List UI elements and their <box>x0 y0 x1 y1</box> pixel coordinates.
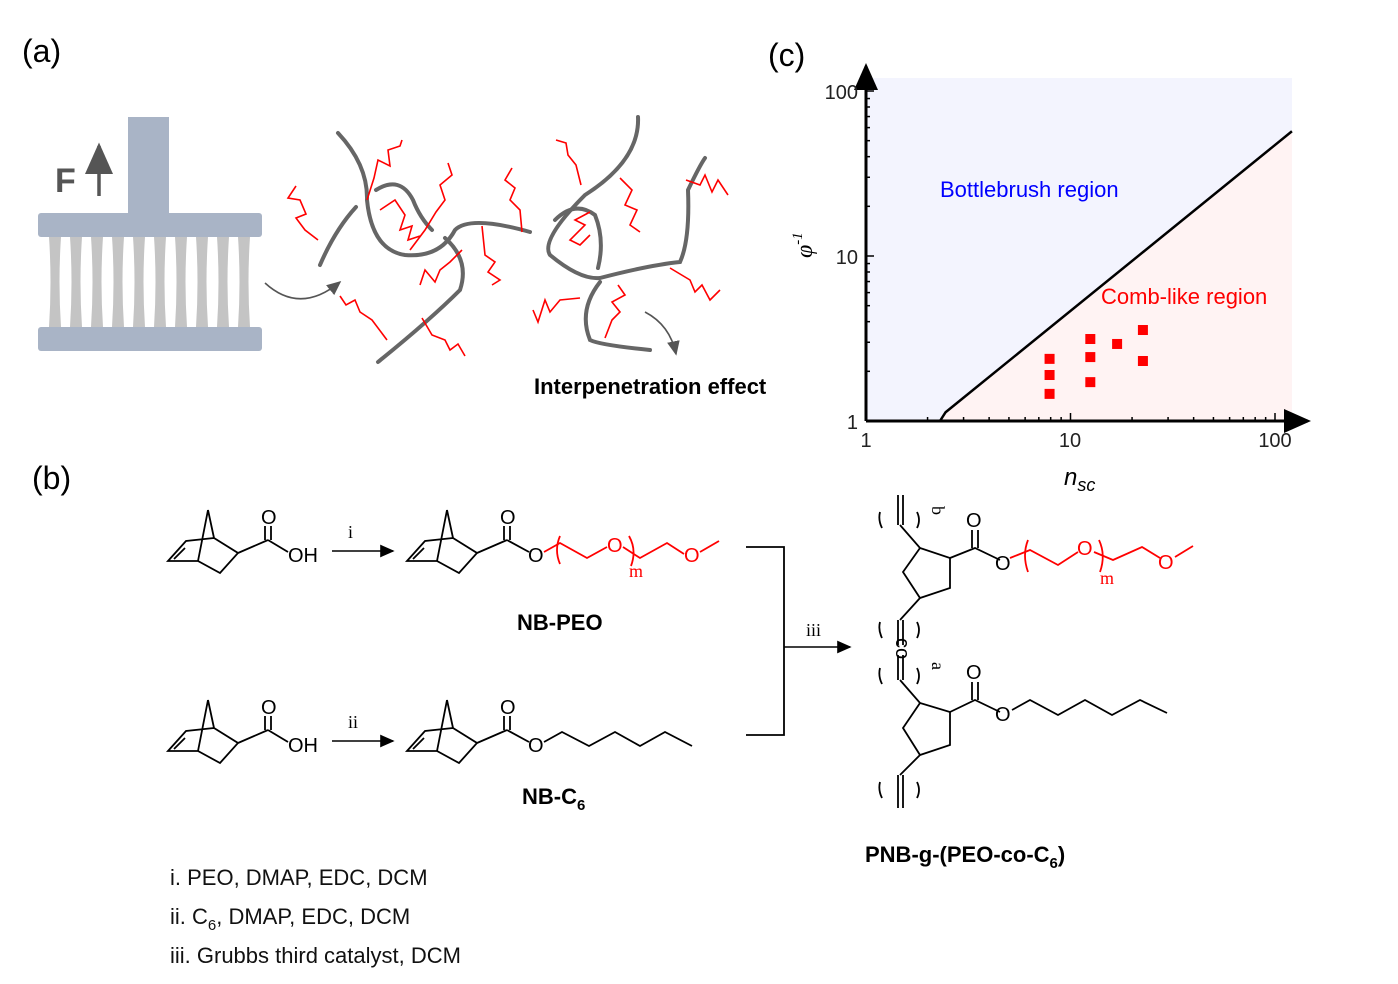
boundary-line <box>938 130 1293 422</box>
condition-i: i. PEO, DMAP, EDC, DCM <box>170 865 428 890</box>
sample-pillars <box>49 237 250 327</box>
data-point <box>1044 353 1055 364</box>
svg-text:m: m <box>629 561 643 581</box>
svg-text:O: O <box>500 507 516 529</box>
svg-text:O: O <box>995 553 1011 575</box>
y-axis-label: φ-1 <box>790 232 818 258</box>
data-point <box>1085 377 1096 388</box>
step-iii-label: iii <box>806 620 821 640</box>
x-axis-label: nsc <box>1064 464 1095 495</box>
curved-arrow-icon <box>264 280 342 300</box>
panel-label-c: (c) <box>768 37 805 73</box>
data-point <box>1137 325 1148 336</box>
polymer-structure: b O O O m O co a O O <box>878 495 1194 808</box>
svg-text:O: O <box>684 545 700 567</box>
x-tick-label: 1 <box>860 430 871 452</box>
panel-label-a: (a) <box>22 33 61 69</box>
svg-text:O: O <box>261 697 277 719</box>
x-tick-label: 100 <box>1258 430 1291 452</box>
data-point <box>1112 338 1123 349</box>
polymer-network-illustration <box>286 115 729 364</box>
bottlebrush-region-label: Bottlebrush region <box>940 177 1119 202</box>
svg-text:a: a <box>928 662 948 670</box>
nb-c6-structure: O O <box>406 697 693 764</box>
condition-ii: ii. C6, DMAP, EDC, DCM <box>170 904 410 934</box>
norbornene-acid-2: O OH <box>167 697 318 764</box>
norbornene-acid-1: O OH <box>167 507 318 574</box>
y-tick-label: 1 <box>847 412 858 434</box>
svg-text:O: O <box>1077 538 1093 560</box>
svg-text:m: m <box>1100 568 1114 588</box>
svg-text:O: O <box>966 510 982 532</box>
svg-text:O: O <box>261 507 277 529</box>
step-i-label: i <box>348 522 353 542</box>
svg-text:b: b <box>928 506 948 515</box>
data-point <box>1044 370 1055 381</box>
x-tick-label: 10 <box>1059 430 1081 452</box>
force-label: F <box>55 162 76 200</box>
y-tick-label: 10 <box>836 247 858 269</box>
condition-iii: iii. Grubbs third catalyst, DCM <box>170 943 461 968</box>
panel-label-b: (b) <box>32 460 71 496</box>
data-point <box>1137 356 1148 367</box>
nb-c6-label: NB-C6 <box>522 784 585 814</box>
curved-arrow-icon <box>644 311 680 356</box>
interpenetration-caption: Interpenetration effect <box>534 374 767 399</box>
nb-peo-structure: O O O m O <box>406 507 720 581</box>
svg-text:O: O <box>607 535 623 557</box>
svg-text:OH: OH <box>288 545 318 567</box>
merge-bracket <box>746 546 785 736</box>
svg-text:O: O <box>966 662 982 684</box>
tensile-fixture <box>38 117 262 351</box>
svg-text:O: O <box>995 704 1011 726</box>
comb-region-label: Comb-like region <box>1101 284 1267 309</box>
y-tick-label: 100 <box>825 82 858 104</box>
svg-text:OH: OH <box>288 735 318 757</box>
step-ii-label: ii <box>348 712 358 732</box>
nb-peo-label: NB-PEO <box>517 610 603 635</box>
data-point <box>1085 352 1096 363</box>
svg-text:O: O <box>500 697 516 719</box>
data-point <box>1085 334 1096 345</box>
svg-text:O: O <box>1158 552 1174 574</box>
svg-text:co: co <box>891 638 913 659</box>
svg-text:O: O <box>528 545 544 567</box>
data-point <box>1044 388 1055 399</box>
regime-chart: 100 10 1 1 10 100 nsc φ-1 Bottlebrush re… <box>790 63 1311 495</box>
svg-text:O: O <box>528 735 544 757</box>
polymer-label: PNB-g-(PEO-co-C6) <box>865 842 1065 872</box>
